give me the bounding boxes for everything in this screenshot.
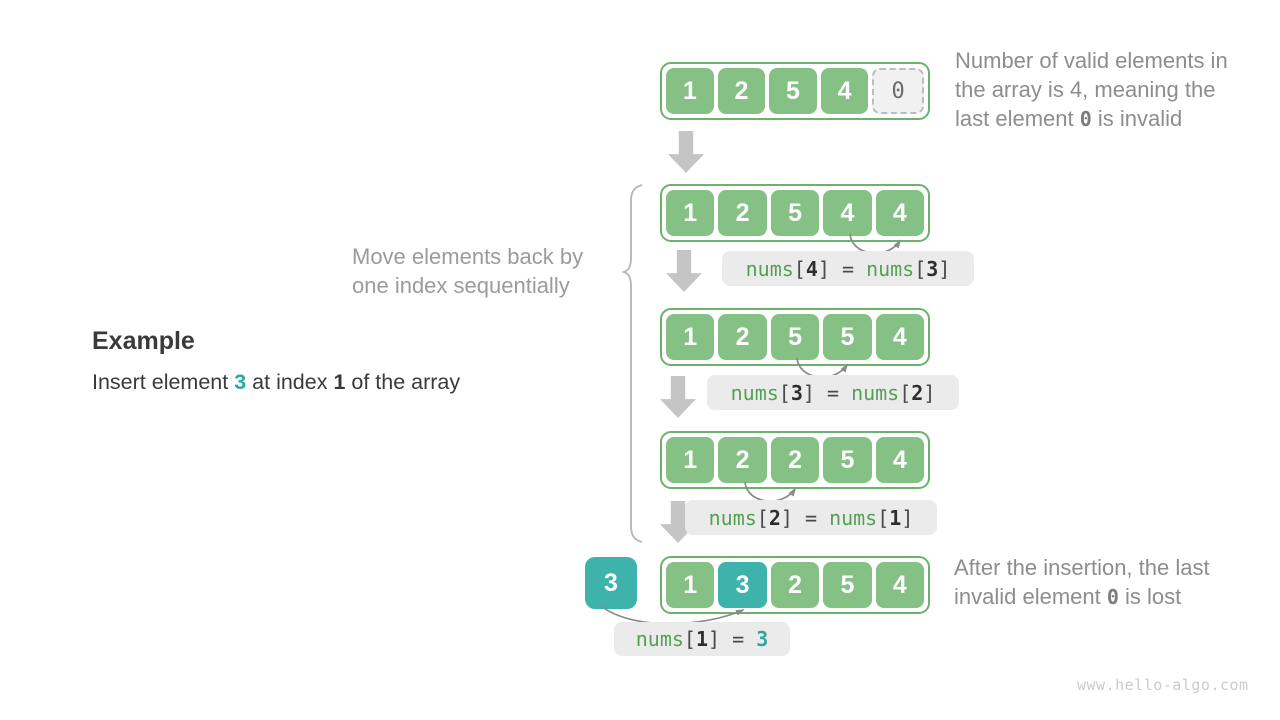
code-bracket: ]: [901, 505, 914, 530]
code-fn: nums: [829, 505, 878, 530]
code-fn: nums: [851, 380, 900, 405]
array-row-initial: 1 2 5 4 0: [660, 62, 930, 120]
code-bracket: ]: [802, 380, 815, 405]
code-index: 3: [790, 380, 803, 405]
code-bracket: ]: [817, 256, 830, 281]
code-bracket: [: [778, 380, 791, 405]
down-arrow-icon: [660, 376, 696, 418]
code-equals: =: [720, 627, 757, 651]
example-insert-value: 3: [234, 370, 247, 394]
code-equals: =: [829, 256, 867, 281]
bottom-note-code-zero: 0: [1106, 585, 1119, 609]
down-arrow-icon: [668, 131, 704, 173]
array-cell: 4: [875, 437, 925, 483]
array-cell-invalid: 0: [872, 68, 924, 114]
array-cell: 1: [666, 190, 715, 236]
bottom-note-line2-after: is lost: [1118, 584, 1182, 609]
code-bracket: ]: [708, 627, 721, 651]
watermark: www.hello-algo.com: [1077, 676, 1249, 694]
curly-brace: [621, 184, 643, 543]
array-cell: 1: [666, 68, 714, 114]
array-cell: 5: [823, 314, 872, 360]
array-cell: 5: [823, 562, 872, 608]
top-note-line2: the array is 4, meaning the: [955, 77, 1216, 102]
code-bracket: ]: [923, 380, 936, 405]
top-note-line3: last element: [955, 106, 1080, 131]
down-arrow-icon: [666, 250, 702, 292]
array-cell: 2: [718, 437, 767, 483]
code-bracket: [: [914, 256, 927, 281]
array-cell: 4: [820, 68, 869, 114]
bottom-note-line2: invalid element: [954, 584, 1107, 609]
code-index: 1: [889, 505, 902, 530]
bottom-note: After the insertion, the last invalid ele…: [954, 553, 1210, 612]
array-cell: 5: [769, 68, 817, 114]
code-bracket: [: [793, 256, 806, 281]
array-row-result: 1 3 2 5 4: [660, 556, 930, 614]
code-fn: nums: [635, 627, 684, 651]
array-row-step1: 1 2 5 4 4: [660, 184, 930, 242]
top-note-code-zero: 0: [1079, 107, 1092, 131]
array-cell: 2: [717, 68, 766, 114]
array-cell: 2: [770, 437, 820, 483]
code-bracket: [: [877, 505, 890, 530]
array-cell: 4: [875, 314, 925, 360]
code-label-step3: nums[2] = nums[1]: [685, 500, 937, 535]
code-label-step2: nums[3] = nums[2]: [707, 375, 959, 410]
example-text-before: Insert element: [92, 370, 235, 394]
code-bracket: [: [683, 627, 696, 651]
code-index: 2: [911, 380, 924, 405]
inserted-element-cell: 3: [585, 557, 637, 609]
example-description: Insert element 3 at index 1 of the array: [92, 370, 460, 395]
code-equals: =: [792, 505, 830, 530]
code-fn: nums: [745, 256, 794, 281]
code-bracket: [: [899, 380, 912, 405]
array-cell: 2: [718, 314, 767, 360]
array-cell: 5: [823, 437, 872, 483]
code-index: 3: [926, 256, 939, 281]
code-fn: nums: [730, 380, 779, 405]
array-cell: 2: [718, 190, 767, 236]
array-cell: 1: [666, 437, 715, 483]
array-cell: 4: [875, 190, 925, 236]
array-row-step2: 1 2 5 5 4: [660, 308, 930, 366]
array-cell: 2: [770, 562, 820, 608]
code-index: 4: [805, 256, 818, 281]
top-note: Number of valid elements in the array is …: [955, 46, 1228, 134]
example-insert-index: 1: [333, 370, 346, 394]
code-index: 2: [768, 505, 781, 530]
code-fn: nums: [708, 505, 757, 530]
array-cell: 1: [666, 562, 715, 608]
move-note: Move elements back by one index sequentia…: [352, 242, 583, 300]
example-text-mid: at index: [246, 370, 334, 394]
array-cell-inserted: 3: [718, 562, 767, 608]
move-note-line2: one index sequentially: [352, 273, 570, 298]
top-note-line1: Number of valid elements in: [955, 48, 1228, 73]
array-cell: 5: [770, 190, 820, 236]
code-label-insert: nums[1] = 3: [614, 622, 790, 656]
code-equals: =: [814, 380, 852, 405]
example-block: Example Insert element 3 at index 1 of t…: [92, 327, 460, 395]
top-note-line3-after: is invalid: [1091, 106, 1183, 131]
example-text-after: of the array: [345, 370, 461, 394]
code-value: 3: [756, 627, 769, 651]
move-note-line1: Move elements back by: [352, 244, 584, 269]
array-cell: 5: [770, 314, 820, 360]
array-cell: 1: [666, 314, 715, 360]
array-cell: 4: [875, 562, 925, 608]
code-bracket: ]: [938, 256, 951, 281]
bottom-note-line1: After the insertion, the last: [954, 555, 1210, 580]
code-fn: nums: [866, 256, 915, 281]
code-label-step1: nums[4] = nums[3]: [722, 251, 974, 286]
code-bracket: [: [756, 505, 769, 530]
code-bracket: ]: [780, 505, 793, 530]
array-cell: 4: [823, 190, 872, 236]
code-index: 1: [695, 627, 709, 651]
example-heading: Example: [92, 327, 195, 355]
